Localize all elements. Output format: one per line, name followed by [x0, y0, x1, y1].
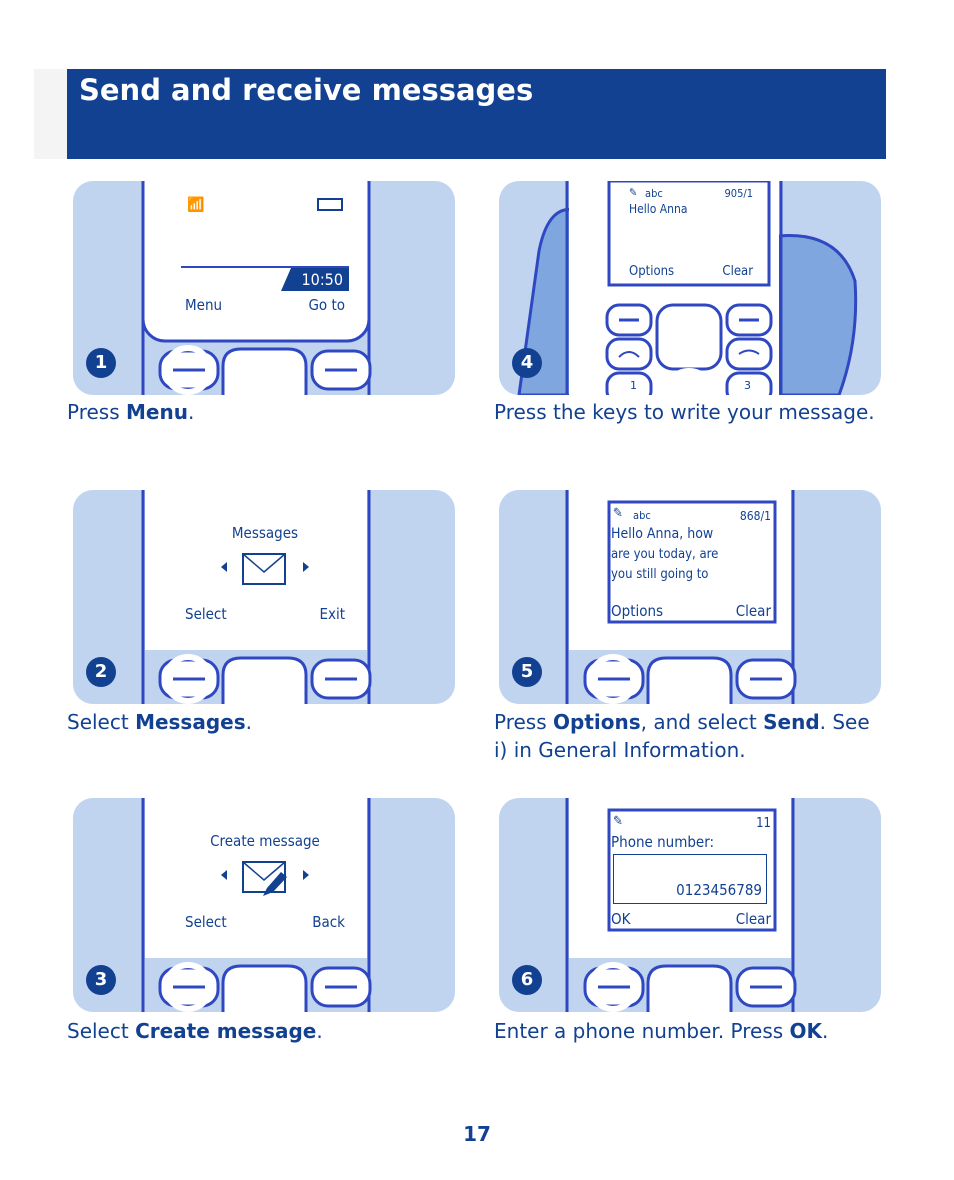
phone-screen: Messages Select Exit [181, 504, 349, 625]
phone-screen: Create message Select Back [181, 812, 349, 933]
step-number: 4 [512, 348, 542, 378]
screen-title: Create message [210, 832, 320, 850]
input-mode: abc [633, 509, 651, 522]
message-line-2: are you today, are [611, 547, 719, 562]
step-1-illustration: 📶 10:50 Menu Go to 1 [73, 181, 455, 395]
battery-icon [317, 198, 343, 211]
pen-icon: ✎ [629, 186, 638, 199]
step-3-caption: Select Create message. [67, 1019, 323, 1043]
new-message-icon [221, 861, 309, 896]
char-counter: 11 [756, 816, 771, 831]
step-1-caption: Press Menu. [67, 400, 195, 424]
step-number: 5 [512, 657, 542, 687]
step-2-caption: Select Messages. [67, 710, 252, 734]
step-4-caption: Press the keys to write your message. [494, 400, 875, 424]
right-softkey[interactable]: Clear [722, 264, 753, 279]
phone-number-value: 0123456789 [676, 881, 762, 899]
right-softkey[interactable]: Exit [319, 605, 345, 623]
pen-icon: ✎ [613, 814, 623, 829]
left-softkey[interactable]: Options [611, 602, 664, 620]
step-number: 3 [86, 965, 116, 995]
phone-screen: ✎ abc 905/1 Hello Anna Options Clear [623, 185, 755, 281]
key-1-label: 1 [630, 379, 637, 392]
step-number: 2 [86, 657, 116, 687]
left-softkey[interactable]: Menu [185, 296, 223, 314]
envelope-icon [221, 553, 309, 585]
step-3-illustration: Create message Select Back 3 [73, 798, 455, 1012]
step-4-illustration: ✎ abc 905/1 Hello Anna Options Clear 1 3… [499, 181, 881, 395]
pen-icon: ✎ [613, 506, 623, 521]
step-6-caption: Enter a phone number. Press OK. [494, 1019, 829, 1043]
phone-screen: ✎ 11 Phone number: 0123456789 OK Clear [611, 812, 773, 928]
step-5-caption: Press Options, and select Send. See i) i… [494, 710, 870, 762]
clock: 10:50 [301, 270, 343, 289]
signal-icon: 📶 [187, 197, 205, 213]
step-6-illustration: ✎ 11 Phone number: 0123456789 OK Clear 6 [499, 798, 881, 1012]
screen-title: Messages [231, 524, 299, 542]
section-header: Send and receive messages [67, 69, 886, 159]
phone-screen: 📶 10:50 Menu Go to [181, 195, 349, 316]
left-softkey[interactable]: OK [611, 910, 631, 928]
step-5-illustration: ✎ abc 868/1 Hello Anna, how are you toda… [499, 490, 881, 704]
input-mode: abc [645, 187, 663, 200]
right-softkey[interactable]: Clear [735, 602, 771, 620]
left-softkey[interactable]: Select [185, 913, 227, 931]
right-softkey[interactable]: Back [312, 913, 345, 931]
right-softkey[interactable]: Clear [735, 910, 771, 928]
phone-screen: ✎ abc 868/1 Hello Anna, how are you toda… [611, 504, 773, 620]
message-line-1: Hello Anna, how [611, 526, 714, 542]
left-softkey[interactable]: Options [629, 264, 675, 279]
left-softkey[interactable]: Select [185, 605, 227, 623]
phone-number-input[interactable]: 0123456789 [613, 854, 767, 904]
page-title: Send and receive messages [79, 73, 534, 107]
char-counter: 905/1 [724, 187, 753, 200]
step-number: 1 [86, 348, 116, 378]
page-number: 17 [463, 1122, 491, 1146]
message-text: Hello Anna [629, 202, 688, 216]
step-number: 6 [512, 965, 542, 995]
message-line-3: you still going to [611, 567, 709, 582]
step-2-illustration: Messages Select Exit 2 [73, 490, 455, 704]
char-counter: 868/1 [739, 509, 771, 523]
right-softkey[interactable]: Go to [308, 296, 345, 314]
key-3-label: 3 [744, 379, 751, 392]
header-corner [34, 69, 67, 159]
phone-number-label: Phone number: [611, 833, 715, 851]
